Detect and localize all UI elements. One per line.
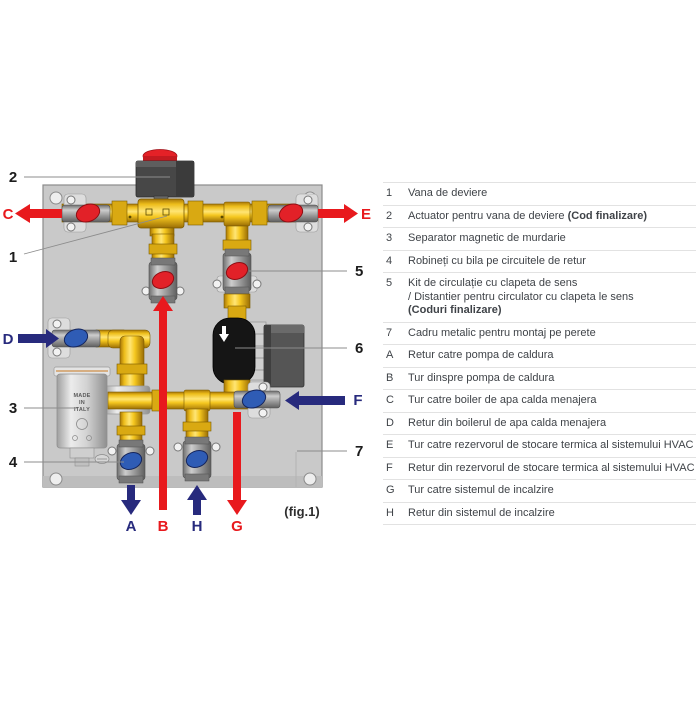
callout-1: 1	[9, 249, 17, 266]
ball-valve-f	[233, 381, 281, 419]
legend-key: B	[386, 371, 394, 384]
legend-text: Vana de deviere	[408, 187, 488, 199]
legend-key: D	[386, 416, 394, 429]
port-label-f: F	[353, 392, 362, 409]
made-in-text-line3: ITALY	[74, 407, 90, 413]
ball-valve-h	[173, 408, 221, 482]
legend-row-d: D Retur din boilerul de apa calda menaje…	[383, 411, 696, 435]
flow-arrow-e	[318, 204, 358, 223]
legend-key: 3	[386, 232, 393, 244]
flow-arrow-b	[153, 296, 173, 510]
port-label-c: C	[3, 206, 14, 223]
callout-5: 5	[355, 263, 363, 280]
legend-text: Cadru metalic pentru montaj pe perete	[408, 326, 596, 339]
figure-caption: (fig.1)	[284, 504, 319, 519]
red-valve-handle	[278, 203, 304, 223]
legend-text: Separator magnetic de murdarie	[408, 232, 566, 244]
return-elbow-pipe	[95, 329, 151, 395]
made-in-text-line2: IN	[79, 400, 85, 406]
legend-text: Robineți cu bila pe circuitele de retur	[408, 254, 586, 267]
legend-key: 4	[386, 254, 393, 267]
legend-row-g: G Tur catre sistemul de incalzire	[383, 479, 696, 502]
callout-6: 6	[355, 340, 363, 357]
red-valve-handle	[151, 271, 175, 289]
callout-lines	[23, 176, 347, 463]
ball-valve-5	[212, 248, 262, 295]
legend-key: 5	[386, 277, 393, 289]
legend-text: Kit de circulație cu clapeta de sens / D…	[408, 277, 634, 316]
legend-key: 1	[386, 187, 393, 199]
bottom-pipe	[107, 389, 249, 412]
legend-row-2: 2 Actuator pentru vana de deviere (Cod f…	[383, 204, 696, 228]
legend-key: F	[386, 461, 393, 474]
flow-arrow-a	[121, 485, 141, 515]
flow-arrow-f	[285, 391, 345, 410]
legend-text: Tur catre rezervorul de stocare termica …	[408, 439, 694, 451]
made-in-text-line1: MADE	[74, 393, 91, 399]
port-label-e: E	[361, 206, 371, 223]
legend-text: Retur din rezervorul de stocare termica …	[408, 461, 695, 474]
legend-key: A	[386, 349, 394, 361]
ball-valve-4	[107, 411, 155, 484]
callout-4: 4	[9, 454, 18, 471]
legend-key: G	[386, 484, 395, 496]
legend-key: 7	[386, 326, 393, 339]
callout-7: 7	[355, 443, 363, 460]
flow-arrow-c	[15, 204, 62, 223]
legend-row-7: 7 Cadru metalic pentru montaj pe perete	[383, 321, 696, 345]
pump-body	[212, 317, 256, 385]
actuator	[135, 149, 195, 203]
blue-valve-handle	[241, 389, 267, 409]
legend-row-c: C Tur catre boiler de apa calda menajera	[383, 389, 696, 412]
flow-arrow-d	[18, 329, 59, 348]
legend-key: H	[386, 506, 394, 519]
callout-3: 3	[9, 400, 17, 417]
port-label-g: G	[231, 518, 243, 535]
pump-flow-arrow	[219, 334, 229, 342]
ball-valve-d	[47, 317, 101, 359]
legend-text: Retur din boilerul de apa calda menajera	[408, 416, 607, 429]
red-valve-handle	[75, 203, 101, 223]
blue-valve-handle	[119, 452, 143, 470]
legend-text: Actuator pentru vana de deviere (Cod fin…	[408, 209, 648, 222]
flow-arrow-g	[227, 412, 247, 515]
legend-row-e: E Tur catre rezervorul de stocare termic…	[383, 434, 696, 457]
port-label-h: H	[192, 518, 203, 535]
blue-valve-handle	[63, 328, 89, 348]
blue-valve-handle	[185, 450, 209, 468]
legend-text: Tur catre sistemul de incalzire	[408, 484, 554, 496]
legend-row-5: 5 Kit de circulație cu clapeta de sens /…	[383, 272, 696, 322]
port-label-d: D	[3, 331, 14, 348]
hydraulic-module-diagram: MADE IN ITALY	[3, 149, 371, 535]
legend-row-4: 4 Robineți cu bila pe circuitele de retu…	[383, 249, 696, 273]
red-valve-handle	[225, 262, 249, 280]
legend-key: C	[386, 394, 394, 406]
port-label-a: A	[126, 518, 137, 535]
legend-row-3: 3 Separator magnetic de murdarie	[383, 227, 696, 250]
legend-text: Tur catre boiler de apa calda menajera	[408, 394, 597, 406]
legend-row-h: H Retur din sistemul de incalzire	[383, 501, 696, 525]
legend-text: Retur catre pompa de caldura	[408, 349, 554, 361]
circulation-pump	[212, 293, 305, 395]
legend-key: 2	[386, 209, 393, 222]
legend-text: Tur dinspre pompa de caldura	[408, 371, 555, 384]
legend-text: Retur din sistemul de incalzire	[408, 506, 555, 519]
legend-row-f: F Retur din rezervorul de stocare termic…	[383, 456, 696, 480]
ball-valve-c	[61, 193, 111, 233]
legend-row-a: A Retur catre pompa de caldura	[383, 344, 696, 367]
legend-table: 1 Vana de deviere 2 Actuator pentru vana…	[383, 182, 696, 525]
port-label-b: B	[158, 518, 169, 535]
flow-arrow-h	[187, 485, 207, 515]
legend-row-1: 1 Vana de deviere	[383, 182, 696, 205]
legend-row-b: B Tur dinspre pompa de caldura	[383, 366, 696, 390]
callout-2: 2	[9, 169, 17, 186]
legend-key: E	[386, 439, 394, 451]
